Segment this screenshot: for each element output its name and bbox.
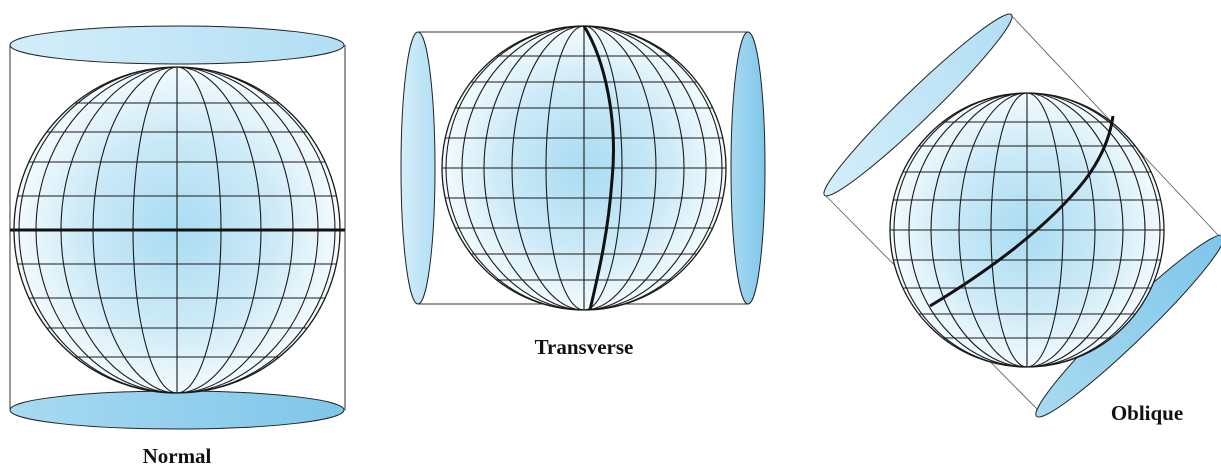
cylinder-right-cap	[730, 31, 766, 305]
transverse-projection: Transverse	[400, 25, 766, 359]
normal-projection: Normal	[9, 25, 346, 468]
cylinder-top-cap	[9, 25, 345, 65]
oblique-tangent-line	[929, 115, 1115, 308]
transverse-label: Transverse	[535, 335, 634, 359]
cylinder-bottom-cap	[9, 390, 345, 430]
normal-globe	[10, 66, 345, 394]
oblique-globe	[889, 92, 1165, 368]
transverse-globe	[441, 25, 727, 311]
cylinder-upper-cap	[823, 13, 1013, 197]
central-meridian-tangent-line	[582, 25, 615, 311]
oblique-projection: Oblique	[823, 13, 1221, 425]
cylinder-left-cap	[400, 31, 436, 305]
normal-label: Normal	[143, 444, 212, 468]
oblique-label: Oblique	[1111, 401, 1183, 425]
